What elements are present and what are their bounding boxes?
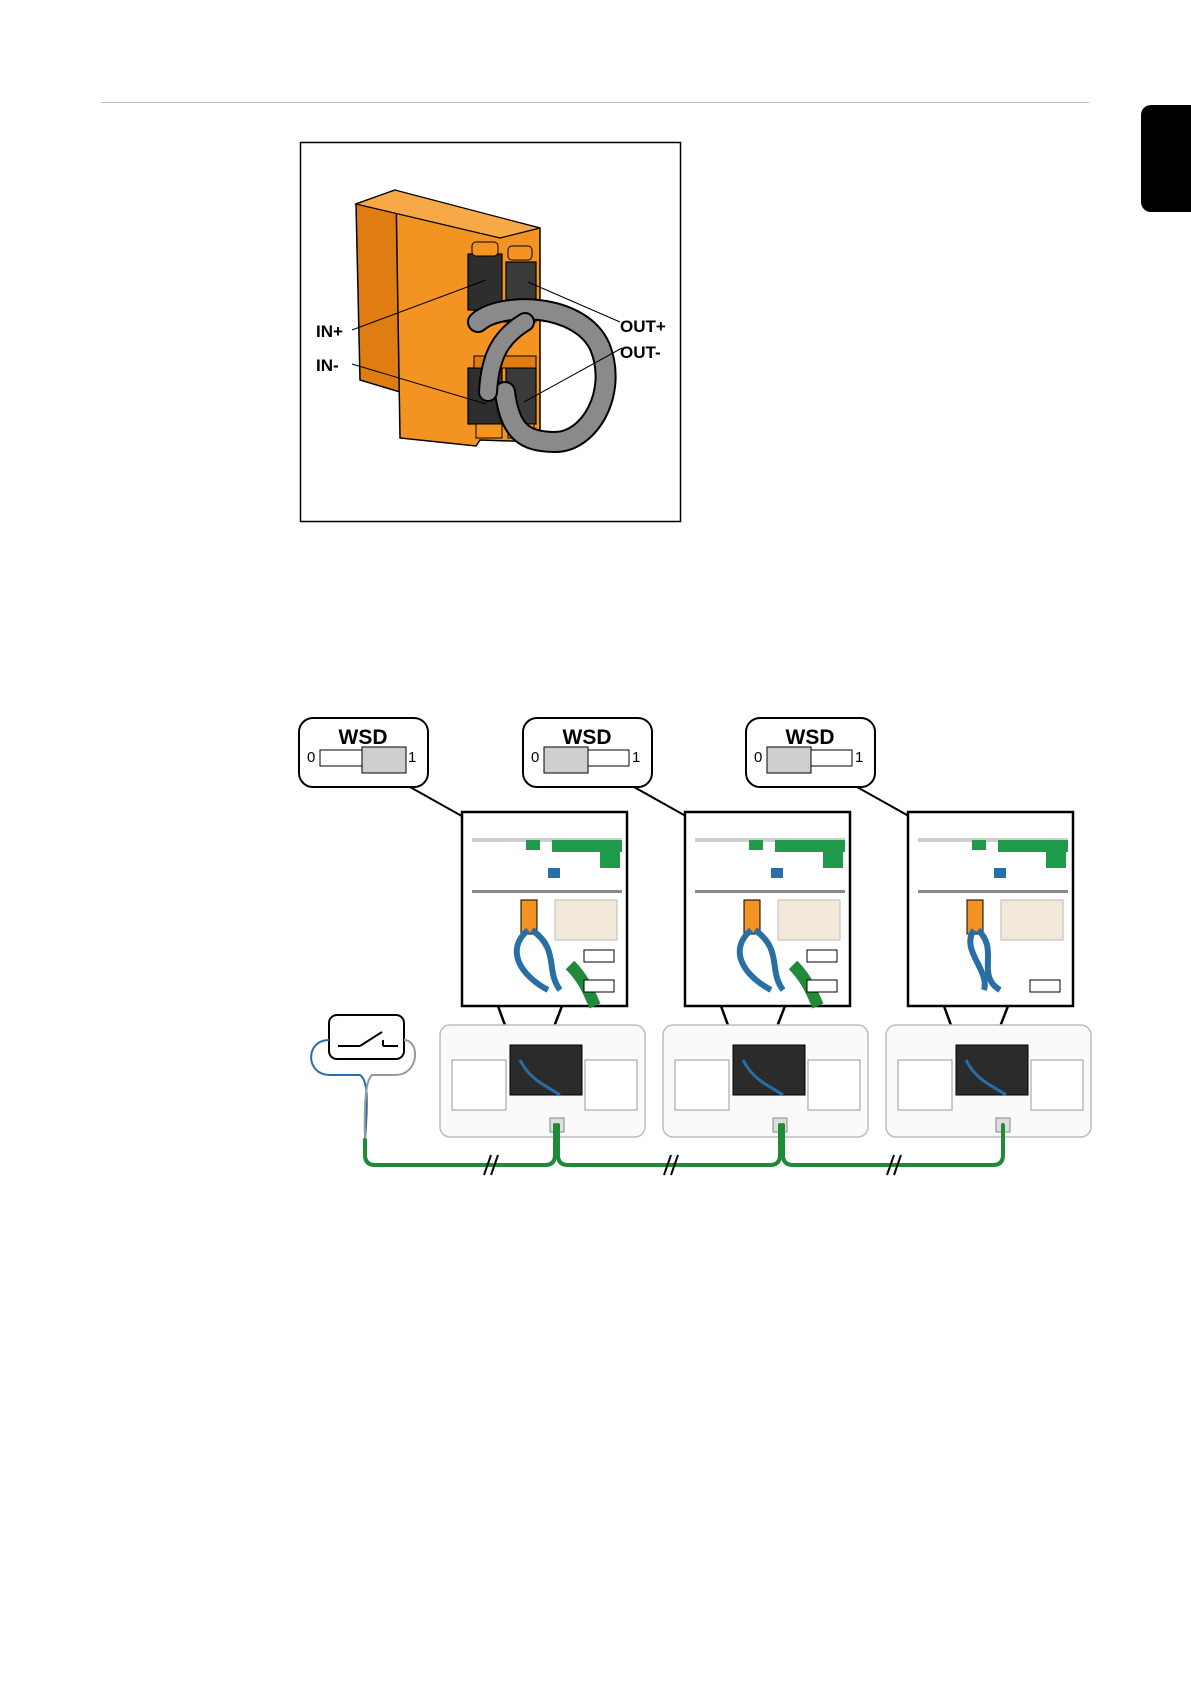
- wsd-knob-3: [767, 747, 811, 773]
- wsd-knob-2: [544, 747, 588, 773]
- wsd-title-3: WSD: [786, 726, 835, 749]
- inverter-3: [886, 1025, 1091, 1137]
- inverter-1: [440, 1025, 645, 1137]
- wsd-zero-2: 0: [531, 749, 539, 766]
- wsd-title-2: WSD: [563, 726, 612, 749]
- detail-panel-3: [908, 812, 1073, 1050]
- inverter-2: [663, 1025, 868, 1137]
- wsd-zero-1: 0: [307, 749, 315, 766]
- wsd-zero-3: 0: [754, 749, 762, 766]
- detail-panel-2: [685, 812, 850, 1050]
- wsd-one-2: 1: [632, 749, 640, 766]
- wsd-knob-1: [362, 747, 406, 773]
- shutdown-switch: [311, 1015, 415, 1140]
- wsd-title-1: WSD: [339, 726, 388, 749]
- wsd-one-3: 1: [855, 749, 863, 766]
- detail-panel-1: [462, 812, 627, 1050]
- wsd-one-1: 1: [408, 749, 416, 766]
